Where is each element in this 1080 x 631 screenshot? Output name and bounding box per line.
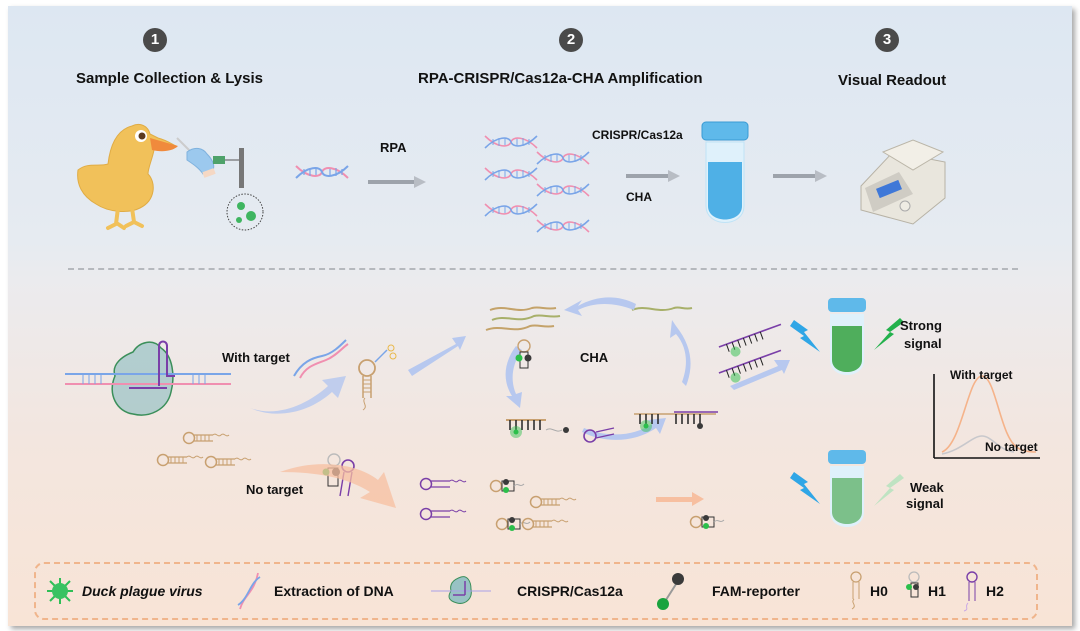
with-target-label: With target	[222, 350, 290, 365]
virus-icon	[47, 578, 73, 604]
signal-curve-chart	[933, 374, 1040, 459]
h1-unreacted-icon	[689, 514, 725, 530]
legend-item-fam: FAM-reporter	[656, 564, 800, 618]
thermal-cycler-icon	[860, 139, 946, 225]
arrow-no-target-result	[656, 492, 704, 506]
legend-item-h2: H2	[962, 564, 1004, 618]
legend-item-dna: Extraction of DNA	[236, 564, 394, 618]
step-3-title: Visual Readout	[838, 72, 947, 89]
figure-frame: 1 2 3 Sample Collection & Lysis RPA-CRIS…	[8, 6, 1072, 626]
legend-label-crispr: CRISPR/Cas12a	[517, 583, 623, 599]
strong-signal-line2: signal	[904, 336, 942, 351]
arrow-rpa	[368, 176, 426, 188]
lysis-tube-virus-icon	[213, 148, 264, 231]
amplified-dna-group	[484, 135, 590, 233]
lightning-green-strong	[874, 318, 904, 350]
h0-hairpin-icon	[850, 571, 862, 610]
cas12a-complex	[65, 340, 231, 416]
legend-item-virus: Duck plague virus	[46, 564, 203, 618]
arrow-with-target	[250, 376, 346, 414]
step-1-badge: 1	[143, 28, 167, 52]
legend-label-h2: H2	[986, 583, 1004, 599]
crispr-label: CRISPR/Cas12a	[592, 128, 683, 142]
tube-strong-signal	[828, 298, 866, 375]
tube-weak-signal	[828, 450, 866, 527]
h1-hairpin-icon	[906, 571, 920, 598]
arrow-to-cha	[408, 336, 466, 376]
with-target-curve	[941, 375, 1037, 453]
no-target-hairpins	[419, 477, 577, 532]
weak-signal-line1: Weak	[910, 480, 944, 495]
weak-signal-line2: signal	[906, 496, 944, 511]
lightning-blue-strong	[790, 320, 820, 352]
arrow-to-strong	[730, 360, 790, 390]
h2-hairpin-icon	[963, 571, 978, 612]
h0-cleavage-icon	[358, 344, 397, 411]
target-dna-icon	[293, 339, 349, 379]
no-target-curve	[941, 435, 1015, 455]
dna-icon	[237, 572, 261, 610]
legend-label-dna: Extraction of DNA	[274, 583, 394, 599]
legend-label-h1: H1	[928, 583, 946, 599]
arrow-no-target	[280, 464, 396, 508]
legend-box: Duck plague virus Extraction of DNA CRIS…	[34, 562, 1038, 620]
cha-cycle	[485, 297, 718, 443]
step-1-title: Sample Collection & Lysis	[76, 70, 263, 87]
step-2-title: RPA-CRISPR/Cas12a-CHA Amplification	[418, 70, 703, 87]
arrow-crispr	[626, 170, 680, 182]
h1-h2-duplex-products	[718, 323, 782, 383]
legend-item-h0: H0	[848, 564, 888, 618]
reaction-tube-blue	[701, 121, 749, 223]
rpa-label: RPA	[380, 140, 407, 155]
h0-hairpins-free	[156, 431, 252, 469]
crispr-cas12a-icon	[431, 576, 491, 604]
chart-label-no-target: No target	[985, 440, 1038, 454]
legend-item-crispr: CRISPR/Cas12a	[431, 564, 623, 618]
cha-cycle-label: CHA	[580, 350, 609, 365]
legend-label-h0: H0	[870, 583, 888, 599]
no-target-label: No target	[246, 482, 304, 497]
step-3-badge: 3	[875, 28, 899, 52]
lightning-green-weak	[874, 474, 904, 506]
chart-label-with-target: With target	[950, 368, 1013, 382]
duck-illustration	[77, 123, 178, 230]
strong-signal-line1: Strong	[900, 318, 942, 333]
legend-item-h1: H1	[904, 564, 946, 618]
arrow-readout	[773, 170, 827, 182]
legend-label-virus: Duck plague virus	[82, 583, 203, 599]
lightning-blue-weak	[790, 472, 820, 504]
glove-swab-icon	[176, 137, 216, 178]
cha-label: CHA	[626, 190, 652, 204]
section-divider	[68, 268, 1018, 270]
dna-input-icon	[295, 165, 349, 179]
step-2-badge: 2	[559, 28, 583, 52]
legend-label-fam: FAM-reporter	[712, 583, 800, 599]
fam-reporter-icon	[657, 573, 684, 610]
